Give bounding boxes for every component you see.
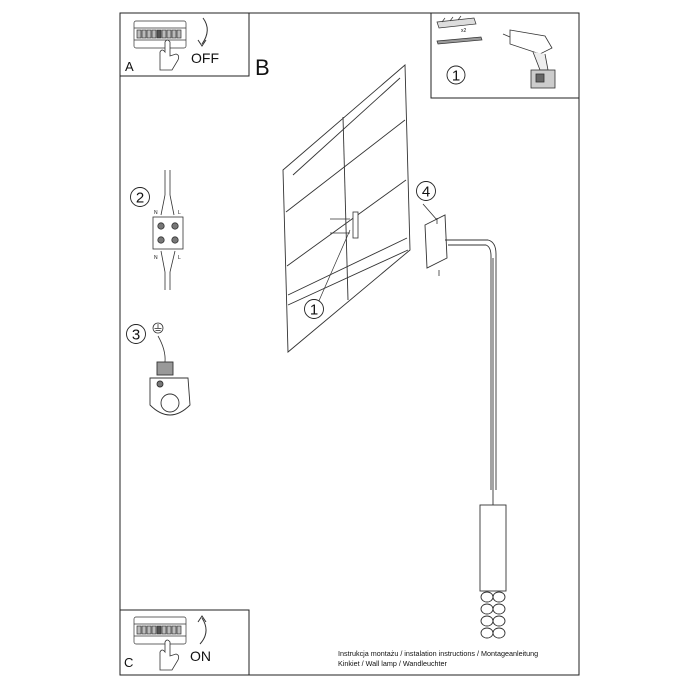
switch-on-label: ON [190,648,211,664]
step-badge-4 [416,181,436,201]
mount-leader [317,229,351,304]
breaker-panel-c-icon [133,616,187,645]
arrow-head-icon [197,39,207,47]
screw-icon [436,36,483,45]
step-badge-1 [446,65,466,85]
arrow-down-icon [201,17,208,45]
panel-c-frame [119,609,250,676]
tools-panel: x2 1 [430,12,580,99]
wall-plug-icon [436,15,477,29]
ground-terminal-icon [149,361,191,416]
ground-step-number: 3 [132,327,140,344]
step-badge-2 [130,187,150,207]
switch-off-label: OFF [191,50,219,66]
panel-c-letter: C [124,655,133,670]
wall-illustration [282,64,411,353]
panel-c: C ON [119,609,250,676]
hand-icon [159,39,180,71]
step-badge-3 [126,324,146,344]
neutral-bottom-label: N [154,255,158,261]
tools-step-number: 1 [452,68,460,85]
fixing-step-number: 4 [422,184,430,201]
panel-a-letter: A [125,59,134,74]
mount-step-number: 1 [310,302,318,319]
lamp-shade [479,504,507,592]
step-badge-mount [304,299,324,319]
wall-lamp-illustration [424,214,507,639]
tools-qty: x2 [461,28,467,34]
live-bottom-label: L [178,255,181,261]
neutral-top-label: N [154,210,158,216]
drill-icon [502,29,556,89]
panel-a-frame [119,12,250,77]
wall-bracket-icon [330,211,359,239]
live-top-label: L [178,210,181,216]
outer-frame [119,12,580,676]
ground-symbol-icon [152,322,164,334]
ground-wire [157,335,166,363]
fixing-screws [422,203,440,276]
terminal-block-icon [152,170,184,290]
footer-instructions: Instrukcja montażu / instalation instruc… [338,649,538,658]
panel-a: A OFF [119,12,250,77]
hand-c-icon [159,639,180,671]
lamp-pattern [480,591,506,639]
breaker-panel-icon [133,20,187,49]
arrow-up-head-icon [197,615,207,623]
wiring-step-number: 2 [136,190,144,207]
tools-panel-frame [430,12,580,99]
arrow-up-icon [199,617,207,645]
footer-product: Kinkiet / Wall lamp / Wandleuchter [338,659,448,668]
panel-b-letter: B [255,55,270,80]
